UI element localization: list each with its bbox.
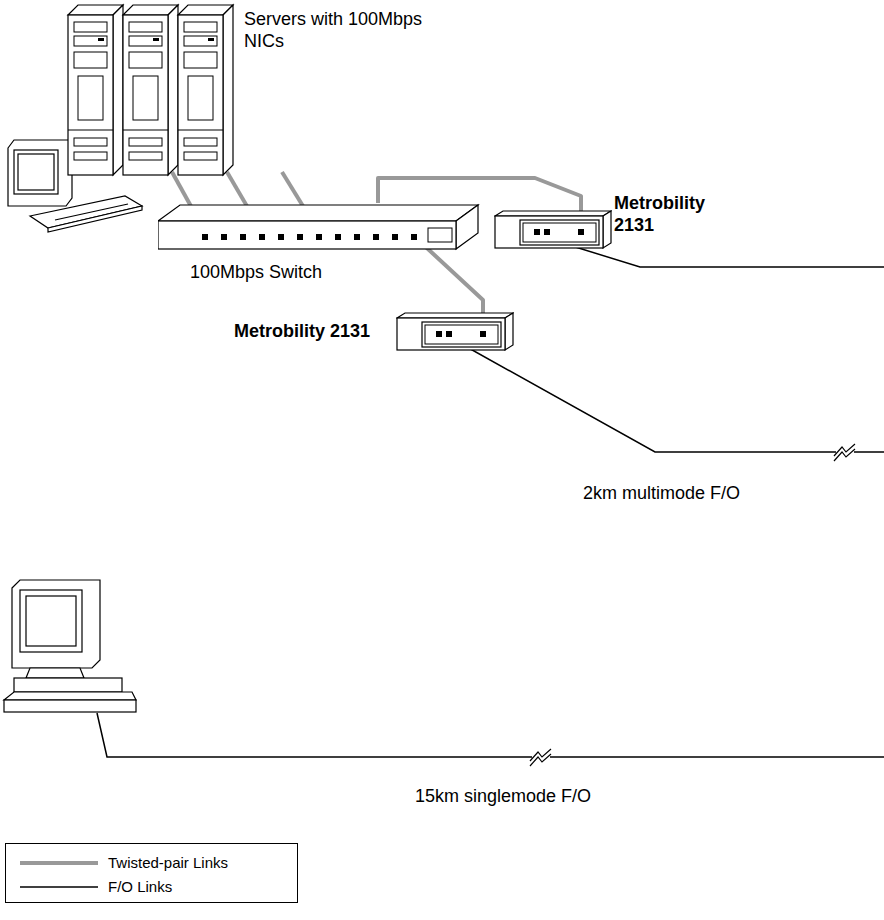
node-label: 100Mbps Switch [190, 261, 322, 283]
network-switch: 100Mbps Switch [158, 203, 480, 251]
link-label: 15km singlemode F/O [415, 785, 591, 807]
legend-line-sample [18, 853, 102, 873]
media-converter: Metrobility 2131 [396, 312, 514, 352]
media-converter: Metrobility 2131 [494, 210, 612, 250]
legend-row: Twisted-pair Links [18, 853, 288, 873]
node-label: Servers with 100Mbps NICs [244, 8, 444, 52]
server-group-shape [60, 0, 235, 178]
legend-text: Twisted-pair Links [108, 854, 228, 872]
node-label: Metrobility 2131 [234, 320, 370, 342]
legend-row: F/O Links [18, 877, 288, 897]
network-switch-shape [158, 203, 480, 251]
node-label: Metrobility 2131 [614, 192, 726, 236]
media-converter-shape [396, 312, 514, 352]
legend-line-sample [18, 877, 102, 897]
link-label: 2km multimode F/O [583, 482, 740, 504]
server-group: Servers with 100Mbps NICs [60, 0, 235, 178]
legend-text: F/O Links [108, 878, 172, 896]
legend-box: Twisted-pair LinksF/O Links [5, 843, 298, 903]
media-converter-shape [494, 210, 612, 250]
